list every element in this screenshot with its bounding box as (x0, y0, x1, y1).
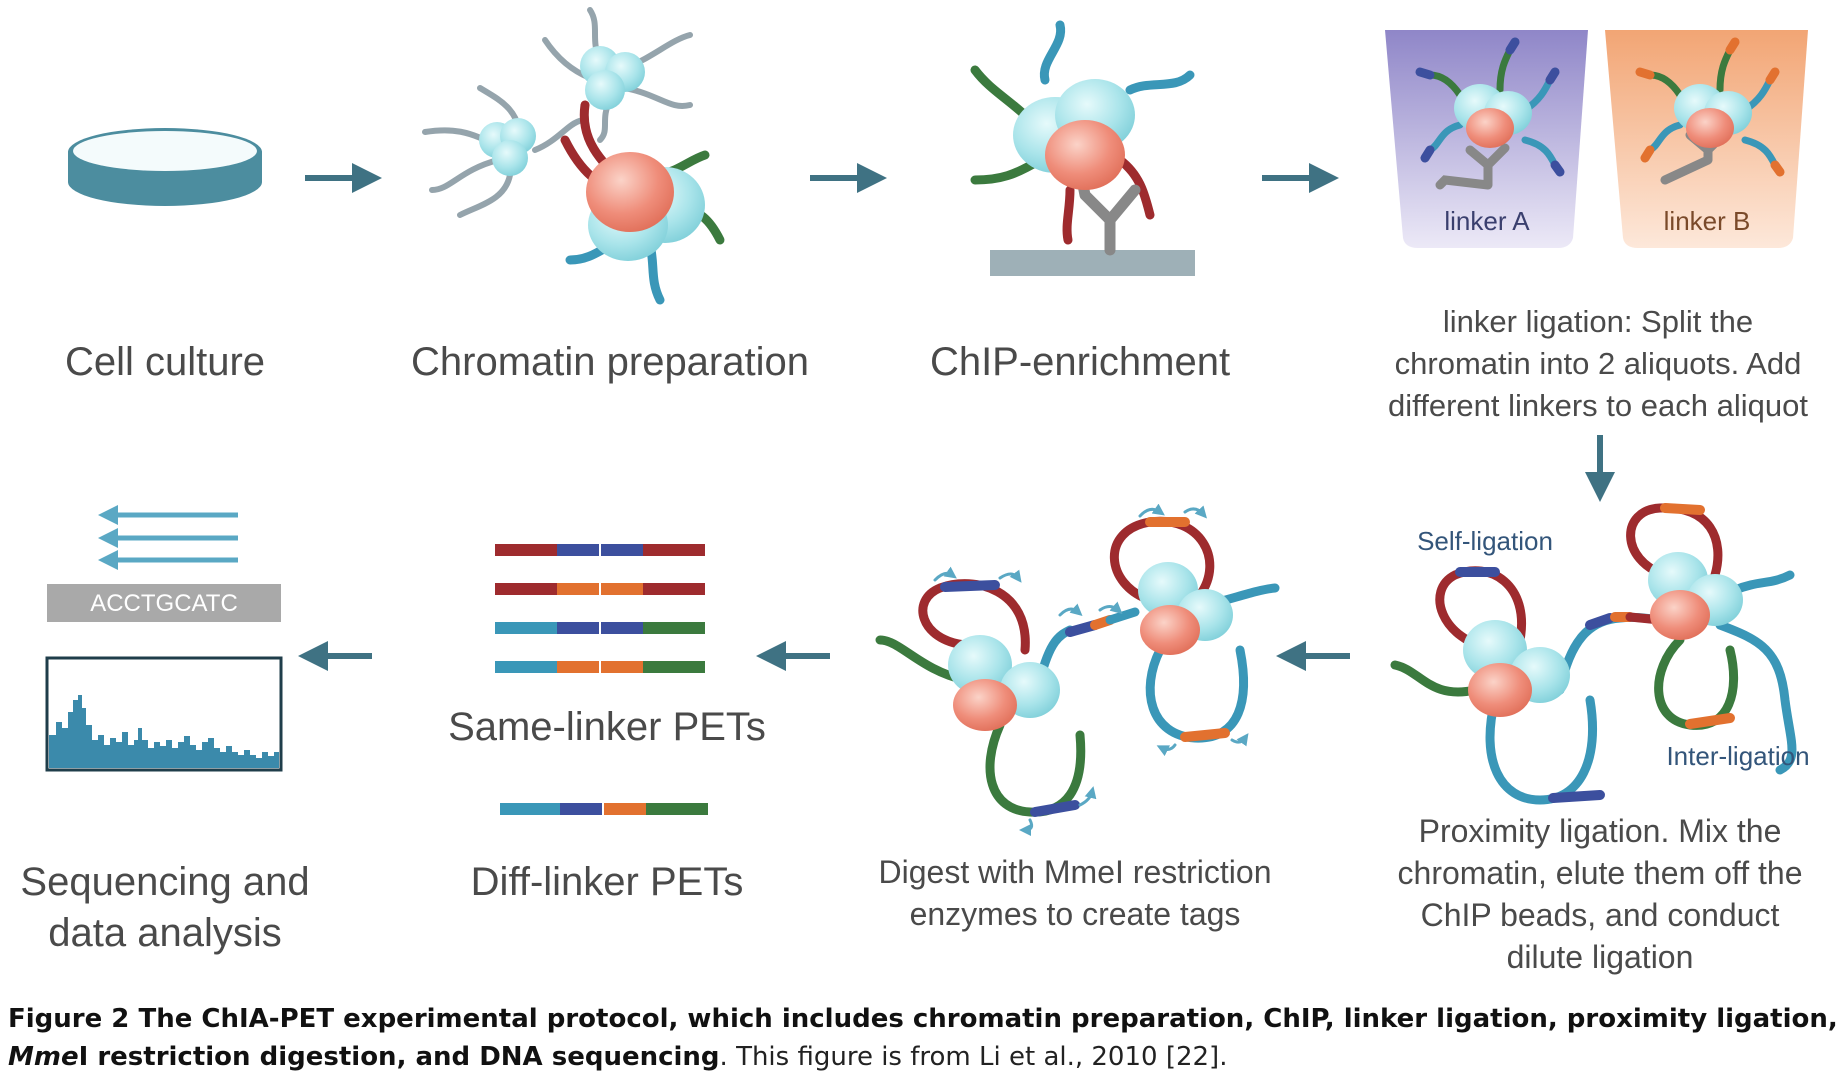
chromatin-complexes-icon (422, 7, 725, 305)
digest-text-line1: Digest with MmeI restriction (879, 854, 1272, 890)
sequence-label: ACCTGCATC (90, 590, 238, 617)
caption-rest: . This figure is from Li et al., 2010 [2… (719, 1042, 1228, 1072)
caption-figure-label: Figure 2 (8, 1004, 130, 1034)
histogram-icon (45, 656, 283, 772)
proximity-text-line2: chromatin, elute them off the (1398, 855, 1803, 891)
chia-pet-diagram: Cell culture (20, 7, 1810, 975)
proximity-text-line1: Proximity ligation. Mix the (1419, 813, 1782, 849)
digest-text-line2: enzymes to create tags (910, 896, 1241, 932)
linker-ligation-text-line3: different linkers to each aliquot (1388, 388, 1808, 423)
culture-dish-icon (68, 128, 262, 206)
diff-linker-pets-icon (500, 803, 708, 815)
same-linker-pets-icon (495, 544, 705, 673)
label-diff-linker-pets: Diff-linker PETs (471, 860, 744, 904)
proximity-ligation-icon (1390, 503, 1797, 805)
label-linker-a: linker A (1444, 206, 1530, 236)
linker-ligation-text-line1: linker ligation: Split the (1443, 304, 1753, 339)
label-linker-b: linker B (1664, 206, 1751, 236)
linker-ligation-text-line2: chromatin into 2 aliquots. Add (1395, 346, 1802, 381)
label-inter-ligation: Inter-ligation (1666, 741, 1809, 771)
stage-chromatin-preparation: Chromatin preparation (411, 340, 809, 384)
proximity-text-line3: ChIP beads, and conduct (1421, 897, 1780, 933)
tube-linker-b (1605, 30, 1808, 248)
caption-bold-part2: I restriction digestion, and DNA sequenc… (78, 1042, 720, 1072)
caption-bold-part1: The ChIA-PET experimental protocol, whic… (129, 1004, 1838, 1034)
sequencing-reads-icon (98, 505, 238, 570)
stage-sequencing-line2: data analysis (48, 911, 281, 955)
digest-complexes-icon (875, 503, 1280, 836)
label-self-ligation: Self-ligation (1417, 526, 1553, 556)
label-same-linker-pets: Same-linker PETs (448, 705, 766, 749)
stage-cell-culture: Cell culture (65, 340, 265, 384)
chip-bead-icon (970, 20, 1195, 276)
stage-chip-enrichment: ChIP-enrichment (930, 340, 1230, 384)
sequence-bar (47, 584, 281, 622)
figure-caption: Figure 2 The ChIA-PET experimental proto… (8, 1000, 1838, 1076)
proximity-text-line4: dilute ligation (1507, 939, 1694, 975)
stage-sequencing-line1: Sequencing and (20, 860, 309, 904)
tube-linker-a (1385, 30, 1588, 248)
caption-italic-mme: Mme (8, 1042, 79, 1072)
